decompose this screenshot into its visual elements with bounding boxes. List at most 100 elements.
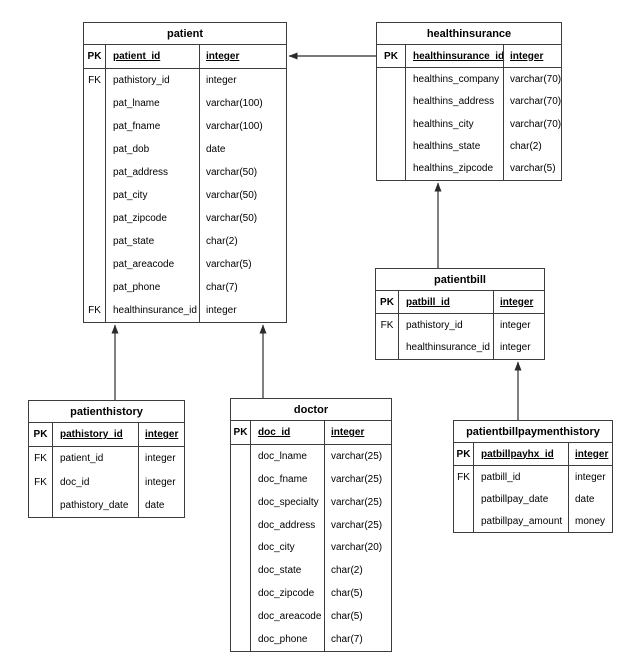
attribute-row: doc_address varchar(25)	[231, 513, 391, 537]
field-type: integer	[324, 421, 391, 444]
field-name: pat_phone	[113, 282, 161, 293]
key-label	[231, 559, 251, 583]
field-name: pathistory_id	[113, 75, 170, 86]
attribute-row: pat_areacode varchar(5)	[84, 253, 286, 276]
field-type: char(7)	[199, 276, 286, 299]
field-name: doc_address	[258, 519, 316, 531]
field-name: pat_lname	[113, 98, 160, 109]
field-type: char(5)	[324, 582, 391, 606]
key-label: FK	[84, 69, 106, 92]
key-label	[231, 444, 251, 468]
field-name: patbillpayhx_id	[481, 448, 554, 460]
field-type: varchar(25)	[324, 490, 391, 514]
field-name: patbill_id	[481, 471, 521, 483]
field-name: pat_dob	[113, 144, 150, 155]
key-label	[29, 493, 53, 517]
field-type: integer	[138, 447, 184, 471]
field-name: doc_lname	[258, 450, 307, 462]
entity-title: patientbillpaymenthistory	[454, 421, 612, 443]
field-name: pathistory_date	[60, 499, 129, 511]
field-name: patient_id	[113, 51, 161, 62]
field-type: date	[199, 138, 286, 161]
attribute-row: pat_dob date	[84, 138, 286, 161]
attribute-row: pat_zipcode varchar(50)	[84, 207, 286, 230]
field-name: pathistory_id	[406, 319, 463, 331]
key-label	[84, 92, 106, 115]
key-label	[454, 510, 474, 532]
field-name: patbill_id	[406, 296, 450, 308]
key-label	[376, 336, 399, 359]
field-type: char(2)	[503, 135, 561, 158]
key-label	[231, 628, 251, 652]
attribute-row: doc_lname varchar(25)	[231, 444, 391, 468]
key-label	[377, 112, 406, 136]
field-name: pat_state	[113, 236, 155, 247]
key-label	[84, 253, 106, 276]
entity-title: patientbill	[376, 269, 544, 291]
field-type: integer	[493, 291, 544, 314]
field-name: pat_address	[113, 167, 169, 178]
field-type: integer	[568, 443, 612, 465]
field-type: varchar(5)	[199, 253, 286, 276]
field-type: varchar(20)	[324, 536, 391, 560]
key-label: PK	[377, 45, 406, 68]
field-name: pat_zipcode	[113, 213, 167, 224]
field-name: healthins_zipcode	[413, 163, 494, 175]
key-label	[84, 184, 106, 207]
field-type: varchar(25)	[324, 444, 391, 468]
field-name: healthins_company	[413, 73, 500, 85]
key-label	[84, 115, 106, 138]
key-label	[454, 488, 474, 510]
field-type: integer	[199, 69, 286, 92]
field-name: doc_id	[258, 426, 291, 438]
field-name: patient_id	[60, 453, 104, 465]
field-type: integer	[138, 423, 184, 447]
field-name: patbillpay_amount	[481, 515, 563, 527]
key-label	[377, 90, 406, 113]
field-type: date	[138, 493, 184, 517]
field-name: pathistory_id	[60, 429, 123, 441]
field-type: varchar(50)	[199, 207, 286, 230]
key-label	[377, 157, 406, 180]
key-label: FK	[454, 466, 474, 488]
attribute-row: FK pathistory_id integer	[84, 69, 286, 92]
key-label: FK	[376, 314, 399, 337]
field-name: doc_zipcode	[258, 588, 315, 600]
key-label: PK	[376, 291, 399, 314]
key-label	[231, 582, 251, 606]
field-name: doc_id	[60, 476, 90, 488]
field-name: pat_areacode	[113, 259, 175, 270]
field-name: doc_city	[258, 542, 295, 554]
key-label	[377, 135, 406, 158]
field-type: varchar(25)	[324, 513, 391, 537]
key-label	[377, 68, 406, 91]
field-type: varchar(25)	[324, 467, 391, 491]
field-type: varchar(70)	[503, 90, 561, 113]
attribute-row: PK patbill_id integer	[376, 291, 544, 315]
field-type: integer	[503, 45, 561, 68]
key-label	[231, 536, 251, 560]
key-label: PK	[231, 421, 251, 444]
field-type: integer	[199, 45, 286, 68]
key-label: FK	[29, 470, 53, 494]
field-type: varchar(50)	[199, 161, 286, 184]
